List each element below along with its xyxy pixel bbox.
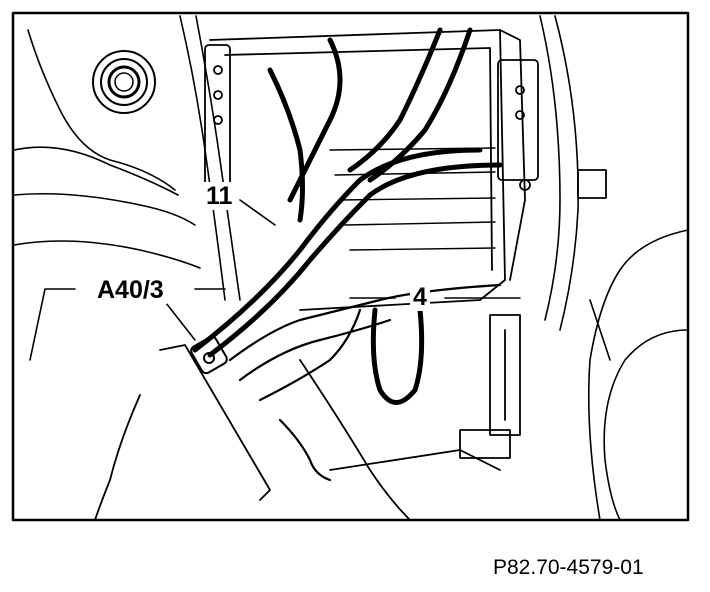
callout-label-11: 11 <box>203 182 236 210</box>
ignition-knob <box>92 50 156 114</box>
wiring-harness-thin <box>228 283 502 482</box>
callout-label-a403: A40/3 <box>94 276 167 304</box>
wiring-harness <box>192 27 503 358</box>
cable-loop <box>370 307 425 405</box>
dashboard-contours-right <box>539 15 689 521</box>
lower-console-panel <box>94 314 521 521</box>
picture-border <box>11 11 690 522</box>
callout-label-4: 4 <box>410 283 430 311</box>
connector-a403 <box>190 335 228 375</box>
dashboard-contours-left <box>13 15 241 301</box>
figure-reference-number: P82.70-4579-01 <box>493 556 644 579</box>
